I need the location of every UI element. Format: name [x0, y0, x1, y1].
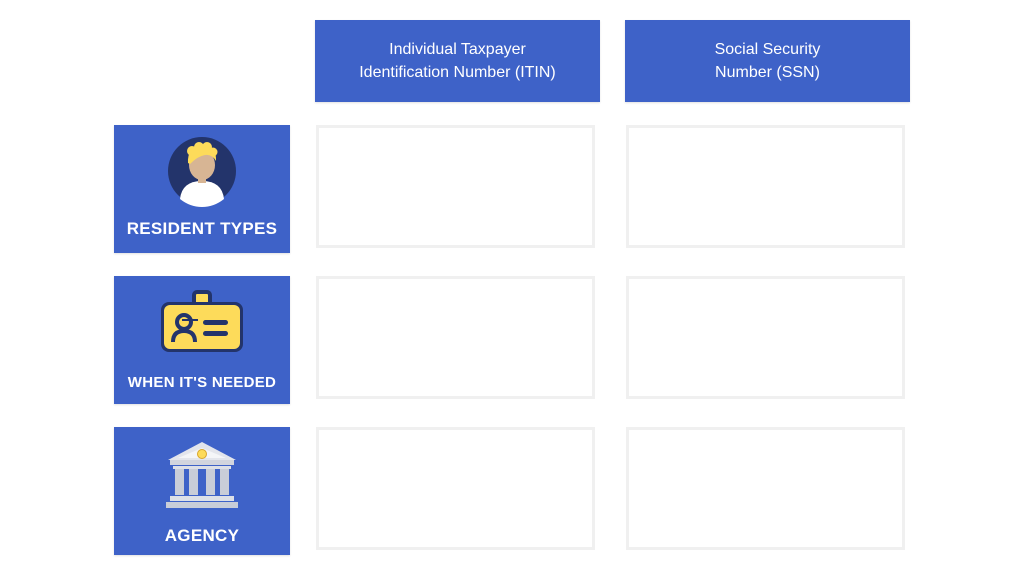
- person-icon: [114, 135, 290, 209]
- row-label-text: WHEN IT'S NEEDED: [127, 374, 277, 391]
- column-header-ssn: Social Security Number (SSN): [625, 20, 910, 102]
- id-card-icon: [114, 290, 290, 358]
- cell-resident-types-itin: [316, 125, 595, 248]
- cell-agency-itin: [316, 427, 595, 550]
- row-label-text: RESIDENT TYPES: [126, 219, 278, 238]
- cell-when-needed-ssn: [626, 276, 905, 399]
- row-label-text: AGENCY: [164, 526, 240, 545]
- bank-building-icon: [114, 440, 290, 510]
- row-label-resident-types: RESIDENT TYPES: [114, 125, 290, 253]
- cell-agency-ssn: [626, 427, 905, 550]
- column-header-ssn-line1: Social Security: [714, 41, 821, 58]
- cell-resident-types-ssn: [626, 125, 905, 248]
- column-header-itin: Individual Taxpayer Identification Numbe…: [315, 20, 600, 102]
- column-header-itin-line1: Individual Taxpayer: [389, 41, 526, 58]
- column-header-ssn-text: Social Security Number (SSN): [715, 38, 821, 84]
- row-label-agency: AGENCY: [114, 427, 290, 555]
- row-label-when-its-needed: WHEN IT'S NEEDED: [114, 276, 290, 404]
- cell-when-needed-itin: [316, 276, 595, 399]
- column-header-itin-line2: Identification Number (ITIN): [359, 64, 556, 81]
- column-header-itin-text: Individual Taxpayer Identification Numbe…: [359, 38, 556, 84]
- column-header-ssn-line2: Number (SSN): [715, 64, 820, 81]
